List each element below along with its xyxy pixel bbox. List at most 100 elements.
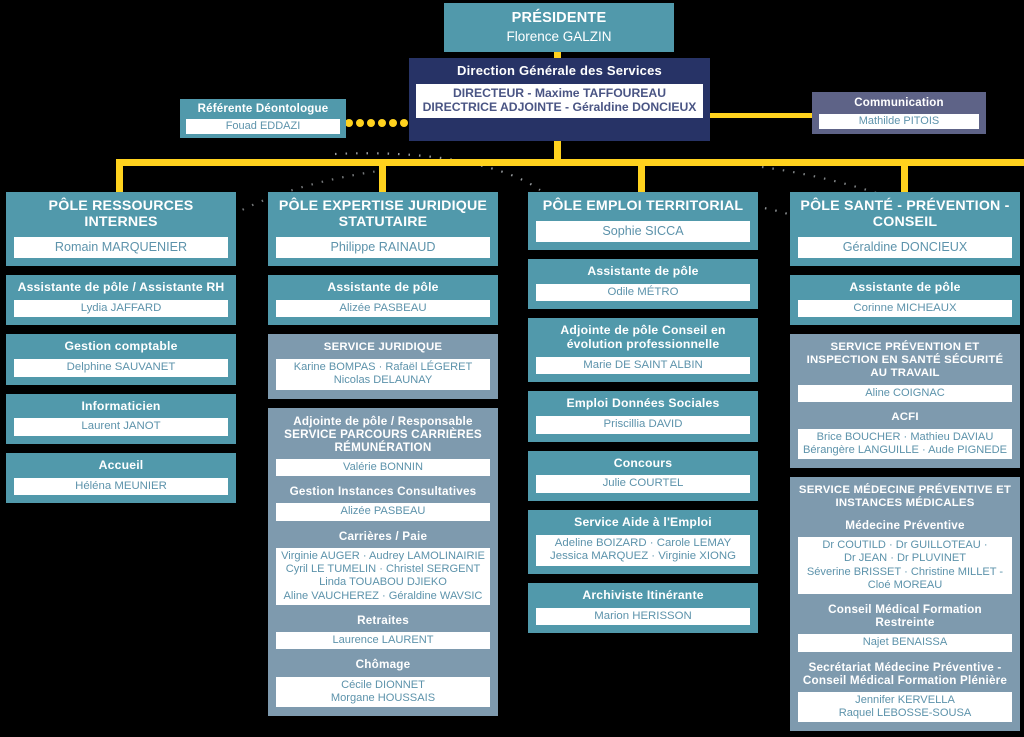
person: Najet BENAISSA [862,636,948,649]
section-title: SERVICE JURIDIQUE [323,341,443,354]
box-presidente[interactable]: PRÉSIDENTE Florence GALZIN [444,3,674,52]
person: Odile MÉTRO [607,285,679,298]
person: Linda TOUABOU DJIEKO [319,576,447,589]
connector-horizontal-bus [116,159,1024,166]
person: Priscillia DAVID [603,418,683,431]
unit-title: Assistante de pôle [849,279,961,294]
section-title: ACFI [891,410,919,423]
presidente-person: Florence GALZIN [506,29,612,45]
pole-header-sante-prevention-conseil[interactable]: PÔLE SANTÉ - PRÉVENTION - CONSEIL Gérald… [790,192,1020,266]
person: Raquel LEBOSSE-SOUSA [838,707,972,720]
unit-adjointe-conseil-evolution-professionnelle[interactable]: Adjointe de pôle Conseil en évolution pr… [528,318,758,383]
unit-people: Héléna MEUNIER [14,477,228,496]
communication-person: Mathilde PITOIS [819,113,979,130]
section-service-medecine-preventive-title: SERVICE MÉDECINE PRÉVENTIVE ET INSTANCES… [798,484,1012,510]
unit-people: Priscillia DAVID [536,416,750,434]
person: Nicolas DELAUNAY [333,374,433,387]
unit-title: Gestion comptable [64,339,178,354]
pole-header-expertise-juridique[interactable]: PÔLE EXPERTISE JURIDIQUE STATUTAIRE Phil… [268,192,498,266]
connector-dgs-communication [710,113,813,118]
person: Karine BOMPAS · Rafaël LÉGERET [293,361,473,374]
section-title: SERVICE MÉDECINE PRÉVENTIVE ET INSTANCES… [798,484,1012,510]
section-people: Virginie AUGER · Audrey LAMOLINAIRIE Cyr… [276,547,490,605]
section-people: Aline COIGNAC [798,384,1012,402]
section-chomage: Chômage Cécile DIONNET Morgane HOUSSAIS [276,658,490,708]
connector-drop-col4 [901,159,908,192]
unit-service-aide-a-l-emploi[interactable]: Service Aide à l'Emploi Adeline BOIZARD … [528,510,758,575]
section-people: Laurence LAURENT [276,632,490,650]
section-people: Dr COUTILD · Dr GUILLOTEAU · Dr JEAN · D… [798,536,1012,595]
column-pole-ressources-internes: PÔLE RESSOURCES INTERNES Romain MARQUENI… [6,192,236,512]
pole-header-emploi-territorial[interactable]: PÔLE EMPLOI TERRITORIAL Sophie SICCA [528,192,758,251]
person: Aline VAUCHEREZ · Géraldine WAVSIC [283,589,483,602]
unit-people: Delphine SAUVANET [14,358,228,377]
section-title: SERVICE PRÉVENTION ET INSPECTION EN SANT… [806,341,1004,379]
unit-emploi-donnees-sociales[interactable]: Emploi Données Sociales Priscillia DAVID [528,391,758,442]
person: Cloé MOREAU [867,578,943,591]
person: Marion HERISSON [594,609,692,622]
communication-title: Communication [854,97,944,109]
section-title: Carrières / Paie [338,529,428,543]
dgs-staff: DIRECTEUR - Maxime TAFFOUREAU DIRECTRICE… [416,83,703,118]
unit-title: Emploi Données Sociales [566,396,720,411]
unit-people: Lydia JAFFARD [14,299,228,318]
unit-concours[interactable]: Concours Julie COURTEL [528,450,758,502]
block-service-prevention-inspection[interactable]: SERVICE PRÉVENTION ET INSPECTION EN SANT… [790,334,1020,469]
unit-title: Service Aide à l'Emploi [574,515,712,530]
block-parcours-carrieres-remuneration[interactable]: Adjointe de pôle / Responsable SERVICE P… [268,407,498,717]
block-service-medecine-preventive[interactable]: SERVICE MÉDECINE PRÉVENTIVE ET INSTANCES… [790,477,1020,732]
connector-dgs-down [554,141,561,159]
unit-people: Marion HERISSON [536,607,750,626]
person: Valérie BONNIN [343,460,423,473]
person: Cécile DIONNET [341,678,425,691]
section-people: Karine BOMPAS · Rafaël LÉGERET Nicolas D… [276,359,490,390]
connector-president-dgs [554,52,561,60]
unit-informaticien[interactable]: Informaticien Laurent JANOT [6,393,236,444]
unit-title: Assistante de pôle [587,264,699,279]
pole-person: Philippe RAINAUD [276,236,490,258]
unit-accueil[interactable]: Accueil Héléna MEUNIER [6,452,236,504]
block-service-juridique[interactable]: SERVICE JURIDIQUE Karine BOMPAS · Rafaël… [268,334,498,399]
person: Laurent JANOT [81,420,161,433]
person: Dr JEAN · Dr PLUVINET [843,552,967,565]
person: Lydia JAFFARD [80,301,162,314]
pole-person: Romain MARQUENIER [14,236,228,258]
person: Corinne MICHEAUX [853,301,957,314]
section-people: Jennifer KERVELLA Raquel LEBOSSE-SOUSA [798,691,1012,723]
person: Bérangère LANGUILLE · Aude PIGNEDE [802,443,1008,456]
column-pole-sante-prevention-conseil: PÔLE SANTÉ - PRÉVENTION - CONSEIL Gérald… [790,192,1020,737]
box-direction-generale-des-services[interactable]: Direction Générale des Services DIRECTEU… [409,58,710,141]
unit-title: Assistante de pôle / Assistante RH [17,279,225,294]
person: Séverine BRISSET · Christine MILLET - [806,565,1004,578]
person: Adeline BOIZARD · Carole LEMAY [554,536,732,549]
section-title: Chômage [355,658,411,672]
section-conseil-medical-formation-restreinte: Conseil Médical Formation Restreinte Naj… [798,603,1012,652]
unit-assistante-de-pole[interactable]: Assistante de pôle Odile MÉTRO [528,259,758,310]
pole-header-ressources-internes[interactable]: PÔLE RESSOURCES INTERNES Romain MARQUENI… [6,192,236,266]
section-people: Cécile DIONNET Morgane HOUSSAIS [276,676,490,708]
unit-assistante-de-pole[interactable]: Assistante de pôle Corinne MICHEAUX [790,274,1020,326]
unit-title: Assistante de pôle [327,279,439,294]
section-title: Retraites [357,614,409,627]
unit-gestion-comptable[interactable]: Gestion comptable Delphine SAUVANET [6,334,236,385]
section-carrieres-paie: Carrières / Paie Virginie AUGER · Audrey… [276,530,490,605]
pole-title: PÔLE SANTÉ - PRÉVENTION - CONSEIL [800,198,1010,230]
box-referente-deontologue[interactable]: Référente Déontologue Fouad EDDAZI [180,99,346,138]
pole-title: PÔLE EXPERTISE JURIDIQUE STATUTAIRE [278,198,488,230]
person: Dr COUTILD · Dr GUILLOTEAU · [822,538,988,551]
pole-person: Géraldine DONCIEUX [798,236,1012,258]
section-medecine-preventive: Médecine Préventive Dr COUTILD · Dr GUIL… [798,519,1012,595]
unit-people: Alizée PASBEAU [276,299,490,318]
unit-assistante-pole-rh[interactable]: Assistante de pôle / Assistante RH Lydia… [6,274,236,326]
deontologue-person: Fouad EDDAZI [186,118,340,135]
person: Alizée PASBEAU [339,301,427,314]
unit-people: Marie DE SAINT ALBIN [536,356,750,375]
person: Jennifer KERVELLA [855,693,955,706]
unit-archiviste-itinerante[interactable]: Archiviste Itinérante Marion HERISSON [528,583,758,634]
unit-assistante-de-pole[interactable]: Assistante de pôle Alizée PASBEAU [268,274,498,326]
person: Cyril LE TUMELIN · Christel SERGENT [285,563,481,576]
box-communication[interactable]: Communication Mathilde PITOIS [812,92,986,134]
unit-people: Laurent JANOT [14,418,228,436]
person: Héléna MEUNIER [75,479,167,492]
